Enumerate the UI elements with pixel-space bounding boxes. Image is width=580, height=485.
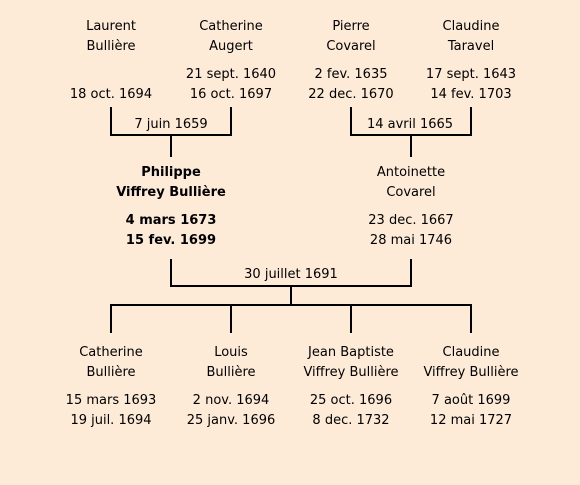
death-date: 19 juil. 1694 <box>70 413 152 428</box>
last-name: Viffrey Bullière <box>303 365 399 380</box>
birth-date: 17 sept. 1643 <box>425 67 517 82</box>
last-name: Taravel <box>447 39 495 54</box>
death-date: 18 oct. 1694 <box>69 87 153 102</box>
death-date: 22 dec. 1670 <box>308 87 394 102</box>
death-date: 8 dec. 1732 <box>312 413 390 428</box>
birth-date: 15 mars 1693 <box>65 393 157 408</box>
last-name: Bullière <box>86 39 136 54</box>
last-name: Bullière <box>206 365 256 380</box>
last-name: Covarel <box>326 39 376 54</box>
birth-date: 7 août 1699 <box>431 393 511 408</box>
children-connector <box>110 304 472 333</box>
person-catherine-augert: Catherine Augert 21 sept. 1640 16 oct. 1… <box>156 17 306 105</box>
death-date: 28 mai 1746 <box>369 233 453 248</box>
person-claudine-taravel: Claudine Taravel 17 sept. 1643 14 fev. 1… <box>396 17 546 105</box>
person-jean-baptiste-viffrey-bulliere: Jean Baptiste Viffrey Bullière 25 oct. 1… <box>276 343 426 431</box>
birth-date: 2 nov. 1694 <box>192 393 270 408</box>
birth-date: 25 oct. 1696 <box>309 393 393 408</box>
person-antoinette-covarel: Antoinette Covarel 23 dec. 1667 28 mai 1… <box>336 163 486 251</box>
paternal-marriage-date: 7 juin 1659 <box>121 116 221 134</box>
birth-date: 23 dec. 1667 <box>368 213 454 228</box>
first-name: Pierre <box>332 19 370 34</box>
birth-date: 4 mars 1673 <box>125 213 217 228</box>
person-philippe-viffrey-bulliere: Philippe Viffrey Bullière 4 mars 1673 15… <box>96 163 246 251</box>
last-name: Viffrey Bullière <box>116 185 226 200</box>
birth-date: 21 sept. 1640 <box>185 67 277 82</box>
maternal-grandparents-connector <box>350 107 472 157</box>
first-name: Philippe <box>141 165 201 180</box>
death-date: 15 fev. 1699 <box>125 233 217 248</box>
maternal-marriage-date: 14 avril 1665 <box>358 116 462 134</box>
parents-connector <box>170 259 412 305</box>
death-date: 12 mai 1727 <box>429 413 513 428</box>
first-name: Catherine <box>199 19 263 34</box>
death-date: 16 oct. 1697 <box>189 87 273 102</box>
first-name: Catherine <box>79 345 143 360</box>
last-name: Bullière <box>86 365 136 380</box>
last-name: Augert <box>209 39 253 54</box>
last-name: Covarel <box>386 185 436 200</box>
first-name: Jean Baptiste <box>308 345 394 360</box>
last-name: Viffrey Bullière <box>423 365 519 380</box>
first-name: Claudine <box>442 345 500 360</box>
first-name: Laurent <box>86 19 136 34</box>
person-louis-bulliere: Louis Bullière 2 nov. 1694 25 janv. 1696 <box>156 343 306 431</box>
death-date: 25 janv. 1696 <box>186 413 276 428</box>
person-laurent-bulliere: Laurent Bullière 18 oct. 1694 <box>36 17 186 105</box>
first-name: Claudine <box>442 19 500 34</box>
person-pierre-covarel: Pierre Covarel 2 fev. 1635 22 dec. 1670 <box>276 17 426 105</box>
paternal-grandparents-connector <box>110 107 232 157</box>
parents-marriage-date: 30 juillet 1691 <box>236 266 346 284</box>
person-claudine-viffrey-bulliere: Claudine Viffrey Bullière 7 août 1699 12… <box>396 343 546 431</box>
birth-date: 2 fev. 1635 <box>314 67 388 82</box>
first-name: Antoinette <box>376 165 446 180</box>
death-date: 14 fev. 1703 <box>430 87 512 102</box>
person-catherine-bulliere: Catherine Bullière 15 mars 1693 19 juil.… <box>36 343 186 431</box>
first-name: Louis <box>214 345 248 360</box>
